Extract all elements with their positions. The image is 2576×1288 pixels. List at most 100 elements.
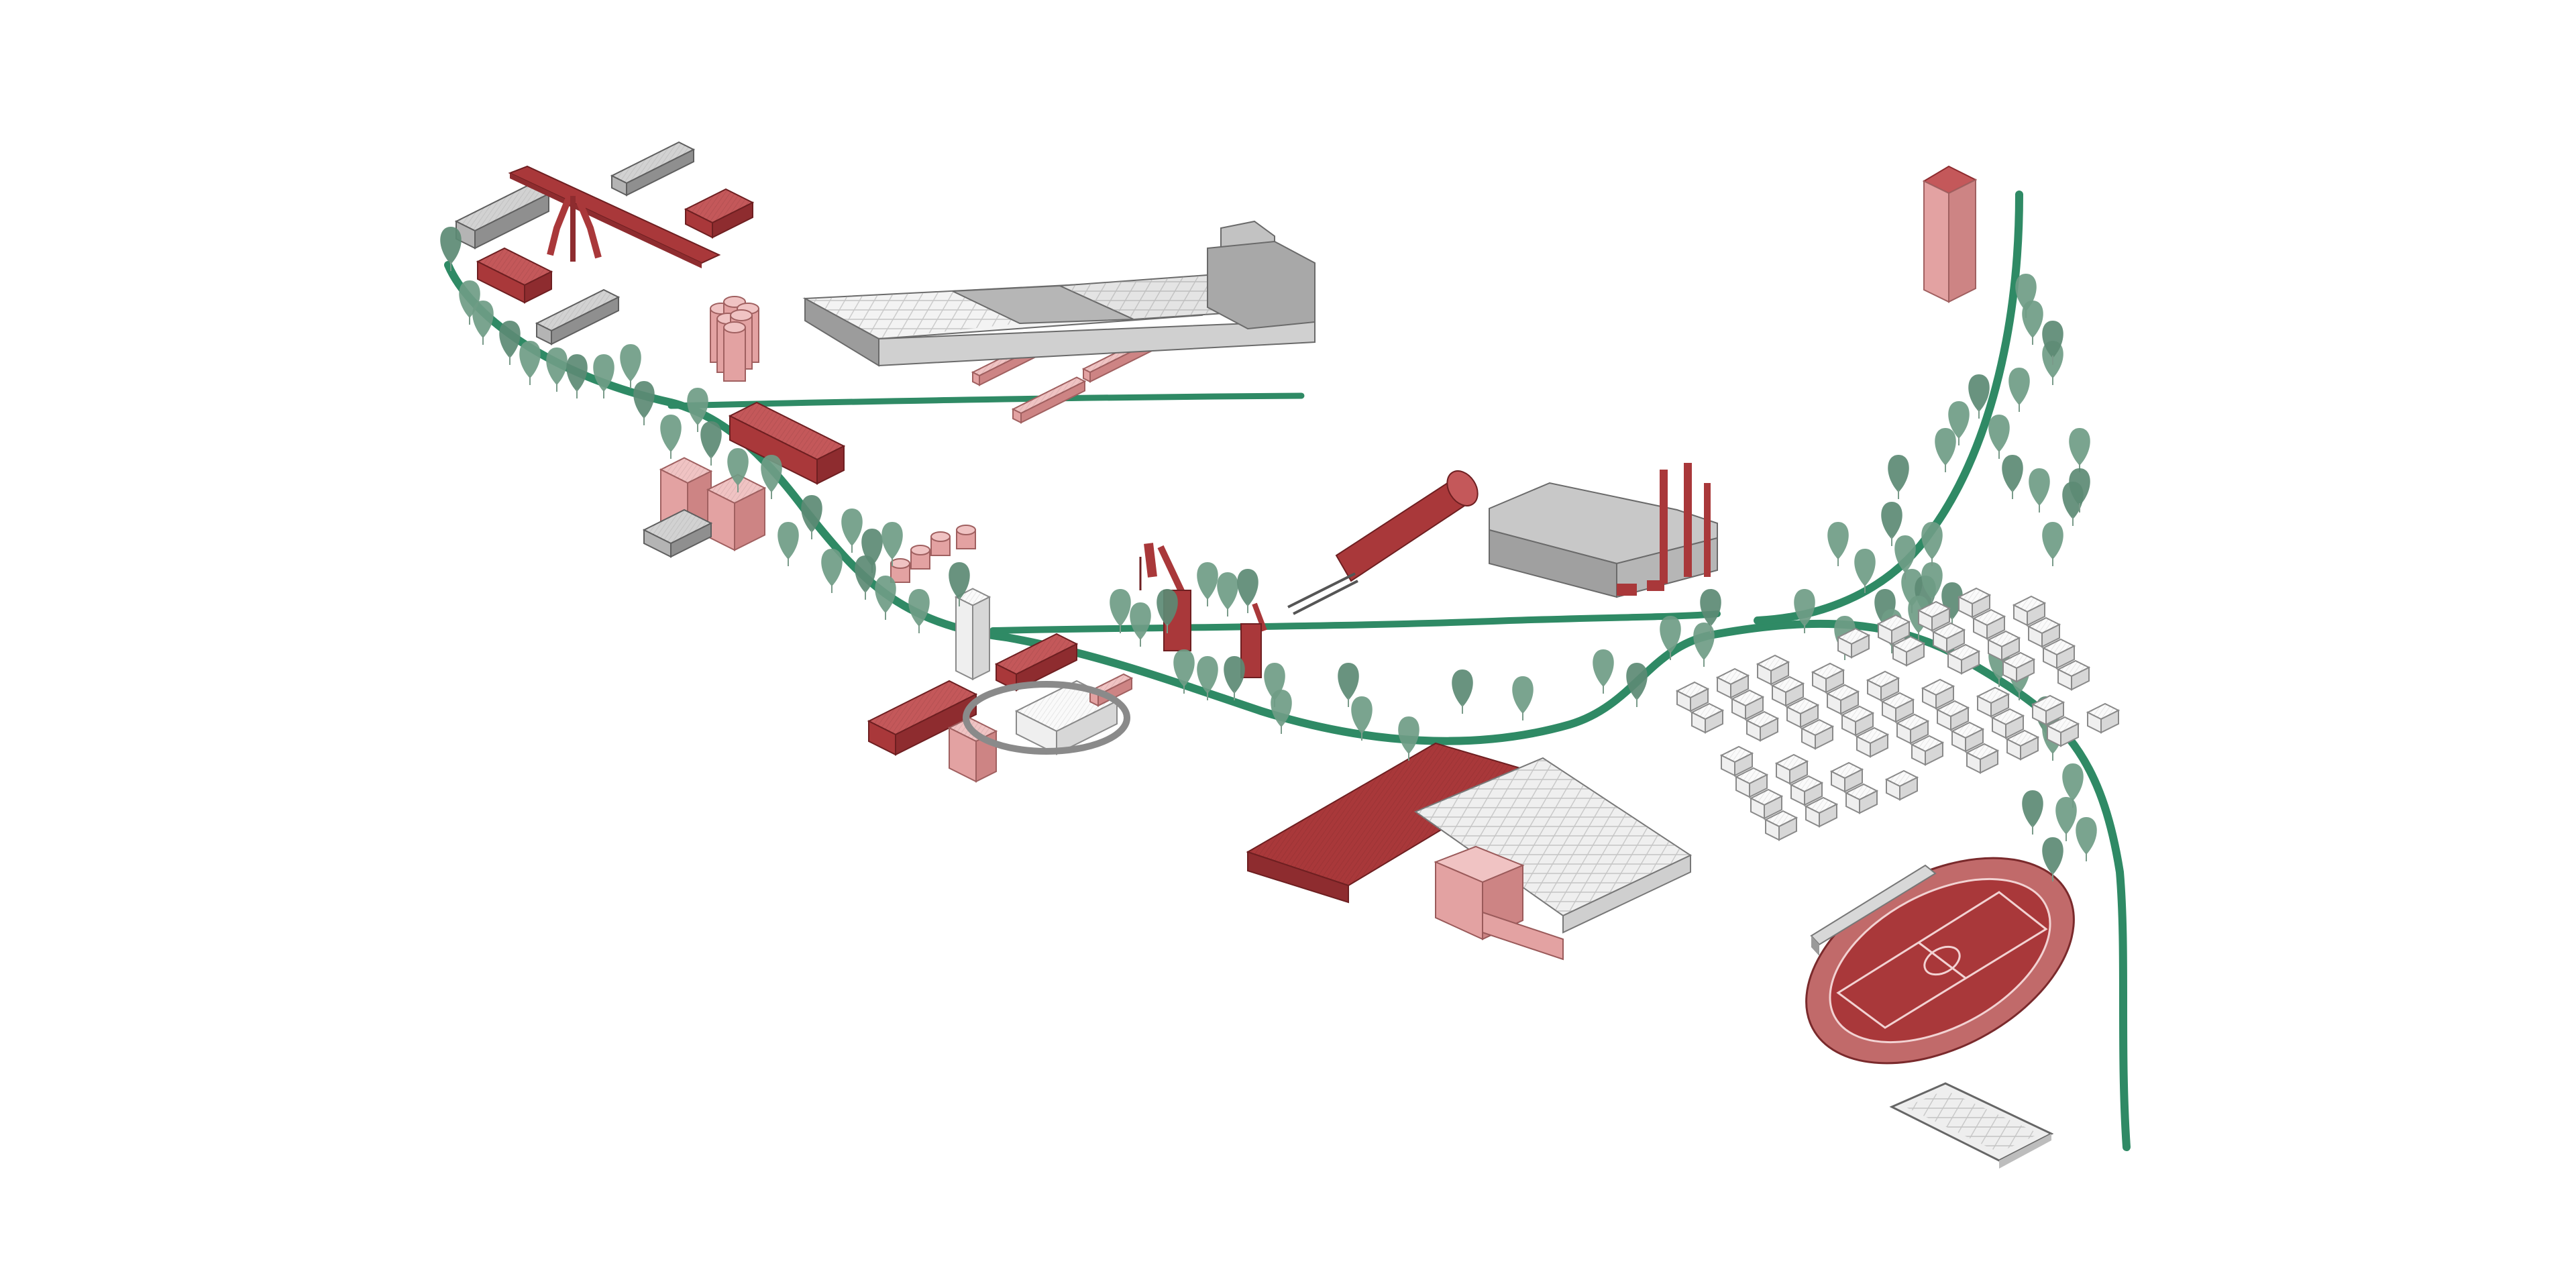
house-24: [1800, 718, 1835, 750]
tree-1: [440, 227, 462, 271]
tree-39: [1398, 716, 1419, 761]
house-44: [1764, 810, 1799, 841]
house-41-texture: [1952, 722, 1983, 738]
house-26-texture: [1882, 693, 1913, 708]
house-38-texture: [1791, 776, 1822, 792]
tree-74: [2008, 368, 2030, 412]
tree-64: [2042, 837, 2063, 881]
tree-38: [1351, 696, 1373, 741]
house-4: [1836, 627, 1871, 659]
house-42-texture: [1992, 709, 2023, 724]
shipyard-shed-1: [454, 183, 551, 250]
tree-14-crown: [727, 448, 749, 486]
tower-left: [1923, 180, 1949, 303]
house-44-texture: [1766, 811, 1796, 826]
tree-4-crown: [499, 321, 521, 358]
house-40: [1910, 735, 1945, 766]
trees: [440, 227, 2097, 881]
white-tower-left: [955, 596, 973, 681]
shipyard-shed-2-texture: [612, 142, 694, 183]
tree-34: [1224, 656, 1245, 700]
tree-22-crown: [855, 555, 876, 593]
hall-white-front: [1562, 854, 1691, 934]
house-27: [1921, 678, 1955, 710]
house-39-texture: [1831, 763, 1862, 778]
tree-67: [1881, 502, 1902, 546]
house-48-texture: [1967, 744, 1998, 759]
tree-62: [2055, 797, 2077, 841]
tree-78-crown: [2042, 522, 2063, 559]
house-8-texture: [1692, 704, 1723, 719]
shipyard-shed-3-texture: [686, 189, 753, 223]
tree-69: [1921, 522, 1943, 566]
water-tower: [1922, 165, 1978, 303]
plant-annex-2: [1647, 580, 1664, 591]
house-29: [2041, 638, 2076, 669]
house-11: [1811, 662, 1845, 694]
silo-9-top: [930, 531, 951, 542]
tree-3: [472, 301, 494, 345]
tree-41-crown: [1512, 676, 1534, 714]
route-mid-branch: [989, 610, 1721, 634]
house-32: [1855, 727, 1890, 758]
tree-25: [949, 562, 970, 606]
house-3-texture: [1758, 655, 1788, 671]
plant-annex-1: [1617, 584, 1637, 596]
tree-8: [593, 354, 614, 398]
house-19: [1866, 670, 1900, 702]
house-20-texture: [1948, 645, 1979, 660]
house-13-texture: [1933, 623, 1964, 639]
house-33-texture: [1897, 714, 1928, 730]
house-35: [1976, 686, 2010, 718]
tree-15-crown: [761, 455, 782, 492]
tree-66: [1854, 549, 1876, 593]
tree-47-crown: [1794, 589, 1815, 627]
factory-office-block: [1434, 845, 1564, 961]
house-23: [1719, 745, 1754, 777]
house-16-texture: [1747, 712, 1778, 727]
tree-37: [1338, 663, 1359, 707]
gantry-leg-right: [574, 195, 602, 259]
tree-41: [1512, 676, 1534, 720]
stadium-halfway-line: [1918, 941, 1966, 979]
house-7: [1957, 587, 1992, 619]
tree-18: [841, 508, 863, 553]
tree-28-crown: [1157, 589, 1178, 627]
stadium-track-inner: [1829, 877, 2051, 1044]
tree-26: [1110, 589, 1131, 633]
office-wing: [1482, 911, 1564, 961]
house-17: [1785, 697, 1820, 729]
tree-15: [761, 455, 782, 499]
house-21-texture: [1988, 631, 2019, 647]
tree-29-crown: [1197, 562, 1218, 600]
hall-red-front: [1247, 851, 1349, 904]
tree-6: [546, 347, 568, 392]
house-51: [2086, 702, 2121, 734]
greenhouse: [1889, 1082, 2054, 1169]
tree-45-crown: [1693, 623, 1715, 660]
tree-27-crown: [1130, 602, 1151, 640]
house-36: [2056, 659, 2091, 691]
tree-30-crown: [1217, 572, 1238, 610]
house-14: [1972, 608, 2006, 640]
tree-6-crown: [546, 347, 568, 385]
warehouse-block-east: [1207, 240, 1316, 330]
route-harbour-branch: [667, 392, 1305, 409]
tree-7-crown: [566, 354, 588, 392]
house-22: [2027, 616, 2061, 648]
tree-47: [1794, 589, 1815, 633]
tree-36: [1271, 690, 1292, 734]
tree-4: [499, 321, 521, 365]
house-50-texture: [2047, 717, 2078, 733]
house-46-texture: [1846, 784, 1877, 800]
tree-20-crown: [881, 522, 903, 559]
house-37-texture: [1751, 790, 1782, 805]
tree-66-crown: [1854, 549, 1876, 586]
courtyard-hall-2-texture: [996, 634, 1077, 674]
quay-parcel-3-texture: [1013, 377, 1085, 413]
tree-85-crown: [2069, 468, 2090, 506]
tree-42: [1593, 649, 1614, 694]
tree-44: [1660, 616, 1681, 660]
house-9-texture: [1732, 690, 1763, 706]
house-14-texture: [1974, 610, 2004, 625]
